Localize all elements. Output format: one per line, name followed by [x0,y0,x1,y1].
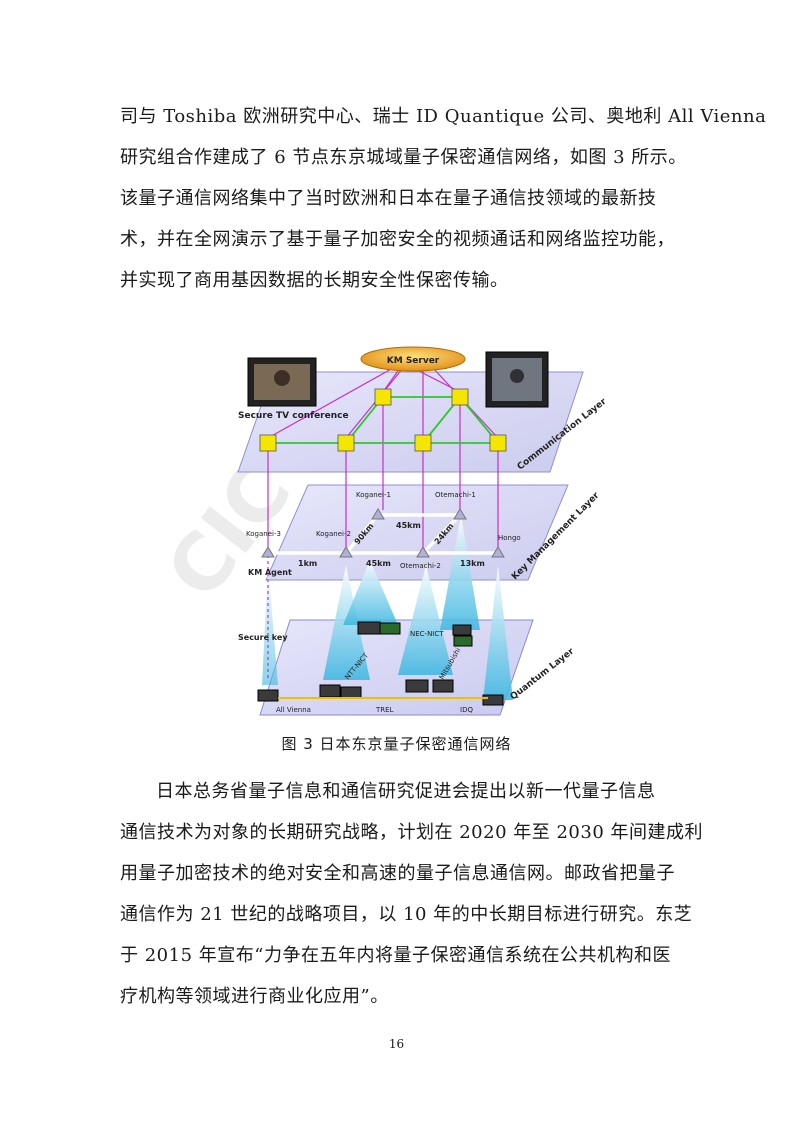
text-line: 术，并在全网演示了基于量子加密安全的视频通话和网络监控功能， [120,229,675,250]
secure-key-label: Secure key [238,633,288,642]
text-line: 司与 Toshiba 欧洲研究中心、瑞士 ID Quantique 公司、奥地利… [120,106,767,127]
text-line: 通信作为 21 世纪的战略项目，以 10 年的中长期目标进行研究。东芝 [120,904,693,925]
paragraph-2: 日本总务省量子信息和通信研究促进会提出以新一代量子信息 通信技术为对象的长期研究… [120,771,704,1017]
node-label: Otemachi-1 [435,491,476,499]
tv-screen-left [247,357,317,407]
quantum-label: All Vienna [276,706,311,714]
node-label: Koganei-1 [356,491,391,499]
km-server [360,346,466,372]
text-line: 日本总务省量子信息和通信研究促进会提出以新一代量子信息 [156,781,656,802]
quantum-label: IDQ [460,706,473,714]
node-labels: Koganei-1 Otemachi-1 Koganei-3 Koganei-2… [246,491,521,570]
page-number: 16 [388,1037,405,1051]
text-line: 研究组合作建成了 6 节点东京城域量子保密通信网络，如图 3 所示。 [120,147,687,168]
text-line: 用量子加密技术的绝对安全和高速的量子信息通信网。邮政省把量子 [120,863,675,884]
switch-nodes [259,388,507,452]
quantum-cones [262,515,513,700]
distance-label: 13km [460,559,485,568]
node-label: Koganei-3 [246,530,281,538]
distance-label: 1km [298,559,317,568]
node-label: Hongo [498,534,521,542]
km-server-label: KM Server [387,356,440,366]
quantum-label: NEC-NICT [410,630,444,638]
figure-caption: 图 3 日本东京量子保密通信网络 [281,735,512,753]
node-label: Otemachi-2 [400,562,441,570]
distance-label: 45km [396,521,421,530]
km-agent-label: KM Agent [248,568,292,577]
tv-screen-right [485,351,549,408]
key-links [268,513,498,555]
text-line: 并实现了商用基因数据的长期安全性保密传输。 [120,270,509,291]
tokyo-qkd-network-figure: KM Server Secure TV conference Communica… [237,346,608,716]
secure-tv-label: Secure TV conference [238,411,349,421]
km-node-markers [261,508,505,558]
quantum-devices [257,621,504,706]
text-line: 通信技术为对象的长期研究战略，计划在 2020 年至 2030 年间建成利 [120,822,704,843]
text-line: 疗机构等领域进行商业化应用”。 [120,986,389,1007]
distance-label: 45km [366,559,391,568]
layer-links [267,367,499,680]
node-label: Koganei-2 [316,530,351,538]
text-line: 于 2015 年宣布“力争在五年内将量子保密通信系统在公共机构和医 [120,945,671,966]
text-line: 该量子通信网络集中了当时欧洲和日本在量子通信技领域的最新技 [120,188,657,209]
quantum-label: TREL [375,706,394,714]
paragraph-1: 司与 Toshiba 欧洲研究中心、瑞士 ID Quantique 公司、奥地利… [120,96,767,301]
